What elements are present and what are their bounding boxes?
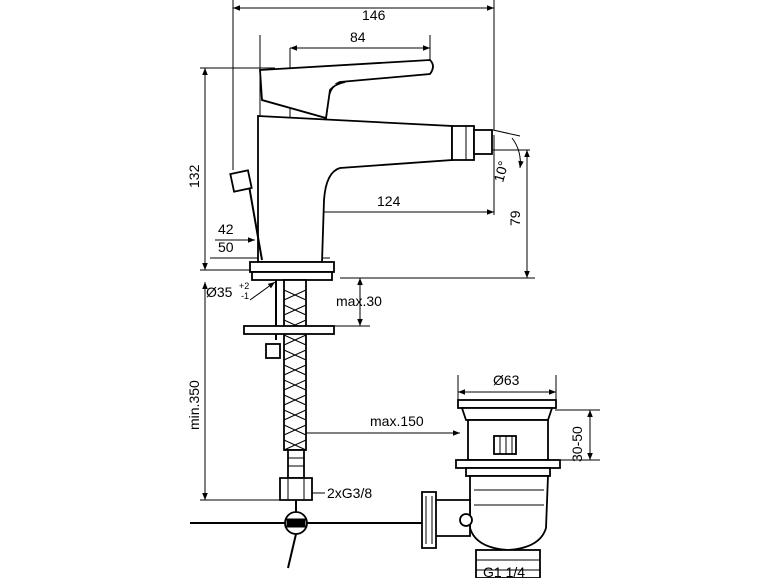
dim-tol-upper: +2 <box>239 281 249 291</box>
dim-height: 132 <box>186 164 202 188</box>
dim-spout-height: 79 <box>507 210 523 226</box>
dim-max-reach: max.150 <box>370 413 424 429</box>
dim-connection: 2xG3/8 <box>327 485 372 501</box>
waste-assembly <box>421 399 561 578</box>
dim-waste-diameter: Ø63 <box>493 372 520 388</box>
dimension-labels: 146 84 132 124 79 10° 42 50 Ø35 +2 -1 ma… <box>186 7 585 578</box>
dim-base-offset: 50 <box>218 239 234 255</box>
dim-tol-lower: -1 <box>241 291 249 301</box>
dim-overall-width: 146 <box>362 7 386 23</box>
dim-waste-thread: G1 1/4 <box>483 564 525 578</box>
dim-waste-height: 30-50 <box>569 426 585 462</box>
mounting-assembly <box>190 279 430 569</box>
dim-min-length: min.350 <box>186 380 202 430</box>
dim-base-diameter: Ø35 <box>206 284 233 300</box>
dim-spout-reach: 124 <box>377 193 401 209</box>
dim-lever-width: 84 <box>350 29 366 45</box>
hose-braid <box>283 289 307 451</box>
dim-max-thickness: max.30 <box>336 293 382 309</box>
dimension-lines <box>202 5 593 500</box>
dim-rod-offset: 42 <box>218 221 234 237</box>
faucet-body <box>229 59 493 281</box>
dim-angle: 10° <box>490 159 511 184</box>
